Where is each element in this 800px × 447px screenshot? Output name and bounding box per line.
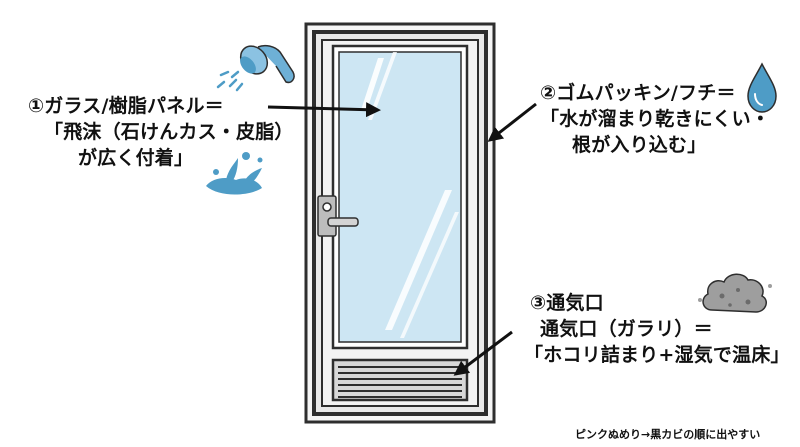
vent-louvers bbox=[338, 366, 462, 398]
footnote: ピンクぬめり→黒カビの順に出やすい bbox=[575, 428, 761, 441]
water-splash-icon bbox=[206, 152, 263, 195]
glass-reflection bbox=[361, 58, 384, 110]
vent-label-title: ③通気口 bbox=[530, 292, 604, 314]
vent-label-subtitle: 通気口（ガラリ）＝ bbox=[540, 318, 713, 340]
door-lock-icon bbox=[322, 202, 332, 212]
shower-head-icon bbox=[216, 44, 295, 92]
gasket-label-title: ②ゴムパッキン/フチ＝ bbox=[540, 82, 736, 104]
dust-cloud-icon bbox=[698, 273, 772, 313]
arrow-to-vent bbox=[453, 330, 513, 376]
gasket-label-desc: 「水が溜まり乾きにくい・ bbox=[540, 108, 771, 130]
arrow-to-gasket bbox=[487, 102, 537, 142]
glass-reflection bbox=[400, 212, 459, 338]
glass-label-desc: が広く付着」 bbox=[78, 147, 194, 169]
gasket-label-desc: 根が入り込む」 bbox=[572, 134, 707, 156]
water-drop-icon bbox=[747, 62, 777, 113]
gasket-label: ②ゴムパッキン/フチ＝ 「水が溜まり乾きにくい・ 根が入り込む」 bbox=[540, 80, 770, 158]
glass-reflection bbox=[385, 190, 452, 330]
vent-label-desc: 「ホコリ詰まり+湿気で温床」 bbox=[524, 344, 790, 366]
vent-label: ③通気口 通気口（ガラリ）＝ 「ホコリ詰まり+湿気で温床」 bbox=[524, 290, 790, 368]
glass-panel bbox=[338, 51, 462, 343]
door bbox=[304, 22, 496, 424]
glass-label-title: ①ガラス/樹脂パネル＝ bbox=[28, 95, 224, 117]
door-handle-lever bbox=[327, 217, 359, 227]
glass-label-desc: 「飛沫（石けんカス・皮脂） bbox=[44, 121, 294, 143]
arrow-to-glass bbox=[267, 102, 381, 118]
glass-panel-label: ①ガラス/樹脂パネル＝ 「飛沫（石けんカス・皮脂） が広く付着」 bbox=[28, 93, 294, 171]
door-handle-plate bbox=[317, 195, 337, 237]
